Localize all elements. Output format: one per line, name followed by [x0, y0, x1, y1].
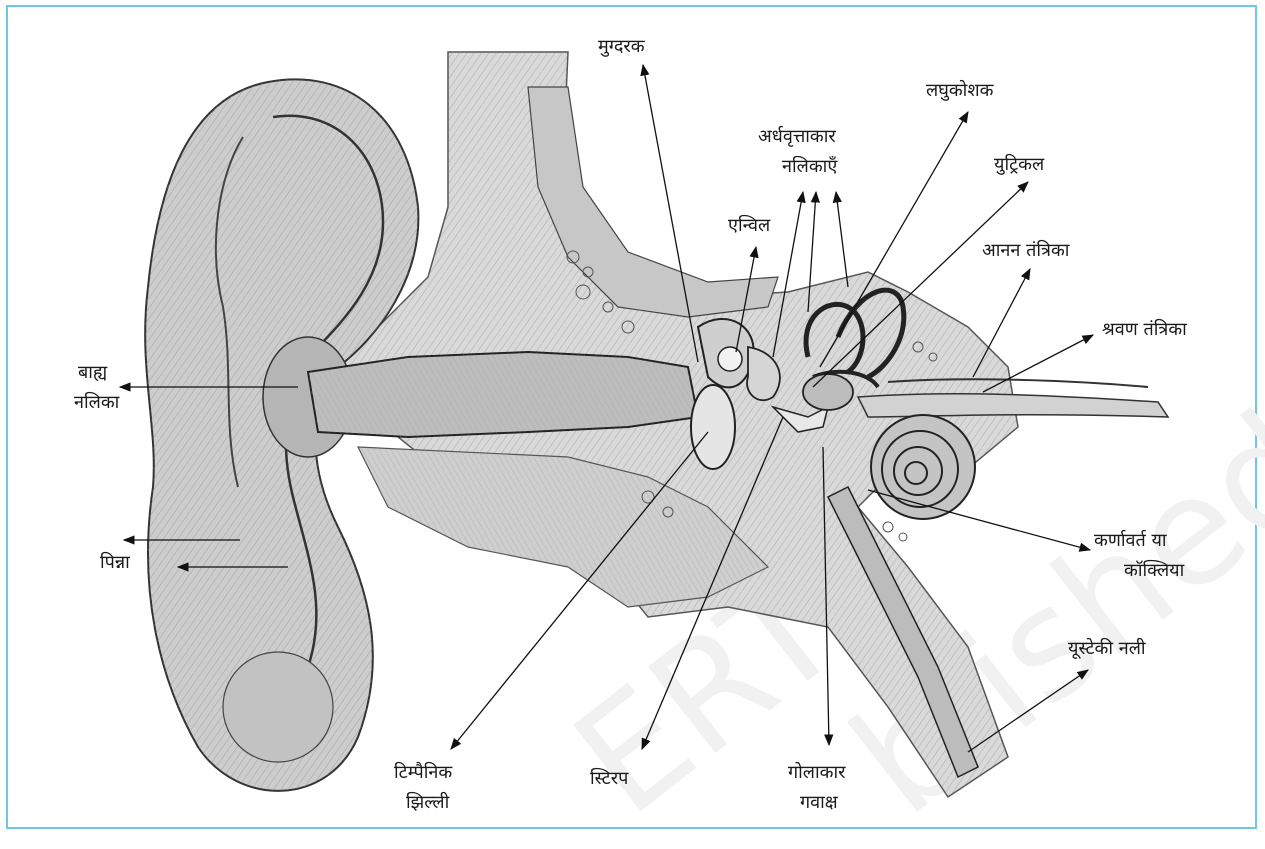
label-yutrikal: युट्रिकल: [994, 153, 1044, 177]
label-mudgarak: मुग्दरक: [598, 35, 645, 59]
label-ardhavrittakar-2: नलिकाएँ: [782, 155, 837, 179]
label-golakar-1: गोलाकार: [788, 761, 846, 785]
label-envil: एन्विल: [728, 214, 770, 238]
label-golakar-2: गवाक्ष: [800, 791, 838, 815]
ear-anatomy-diagram: [8, 7, 1259, 831]
label-bahya-1: बाह्य: [78, 361, 107, 385]
label-anan-tantrika: आनन तंत्रिका: [982, 239, 1069, 263]
label-karnavart-1: कर्णावर्त या: [1094, 529, 1167, 553]
arrow-canal-3: [836, 192, 848, 287]
label-tympanic-1: टिम्पैनिक: [394, 761, 452, 785]
label-stirrup: स्टिरप: [590, 767, 628, 791]
label-ardhavrittakar-1: अर्धवृत्ताकार: [758, 125, 836, 149]
label-laghukoshak: लघुकोशक: [926, 79, 993, 103]
label-pinna: पिन्ना: [100, 551, 130, 575]
diagram-frame: ERT blished: [6, 5, 1257, 829]
label-shravan-tantrika: श्रवण तंत्रिका: [1102, 318, 1187, 342]
label-tympanic-2: झिल्ली: [406, 791, 449, 815]
label-eustachi: यूस्टेकी नली: [1068, 637, 1146, 661]
label-bahya-2: नलिका: [74, 391, 119, 415]
external-canal-drawing: [308, 352, 698, 437]
label-karnavart-2: कॉक्लिया: [1124, 559, 1184, 583]
